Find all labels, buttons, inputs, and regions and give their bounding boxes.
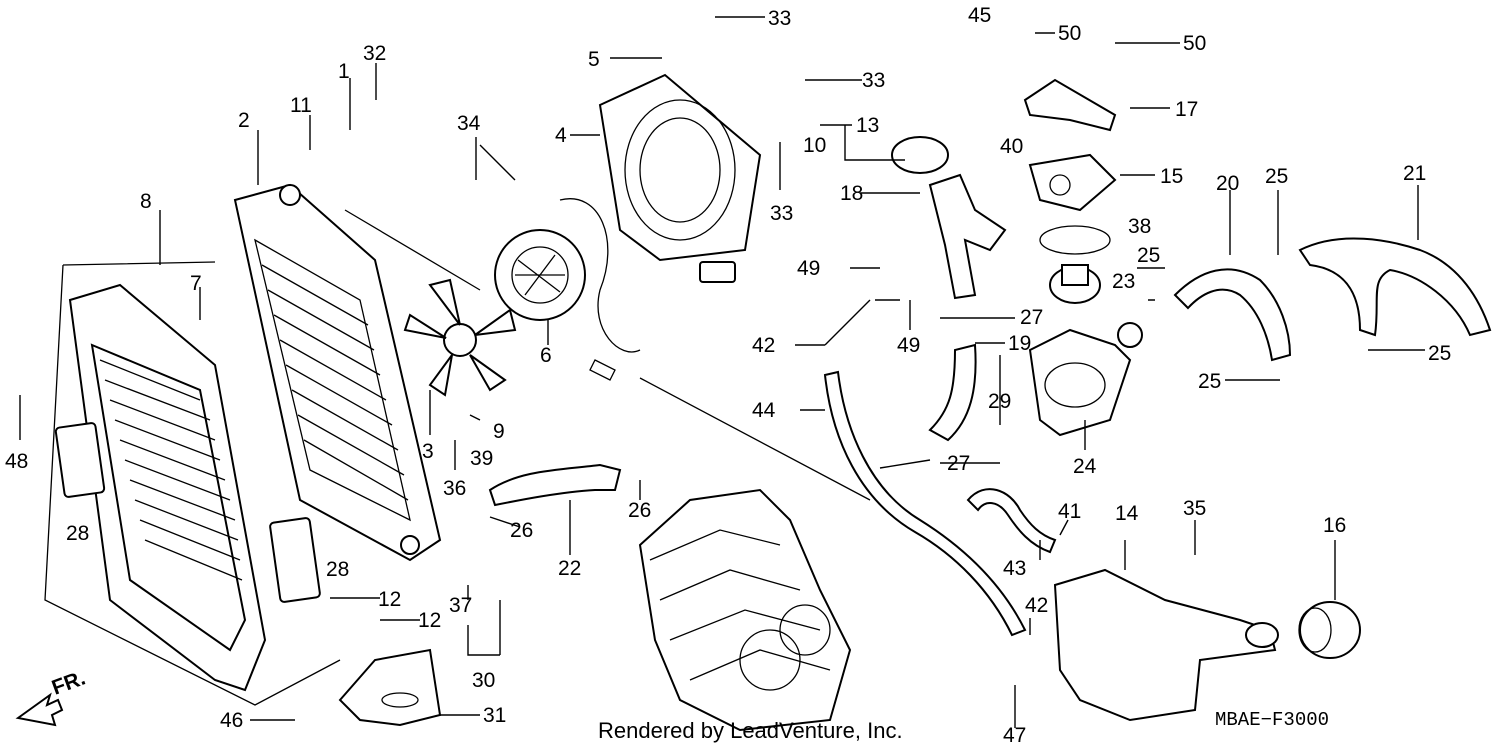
callout-43: 43 (1003, 557, 1026, 580)
callout-8: 8 (140, 190, 152, 213)
callout-28b: 28 (326, 558, 349, 581)
callout-12b: 12 (418, 609, 441, 632)
callout-50b: 50 (1183, 32, 1206, 55)
callout-numbers: 1 2 3 4 5 6 7 8 9 10 11 12 12 13 14 15 1… (5, 4, 1451, 747)
callout-33a: 33 (768, 7, 791, 30)
callout-20: 20 (1216, 172, 1239, 195)
callout-46: 46 (220, 709, 243, 732)
callout-14: 14 (1115, 502, 1139, 525)
callout-40: 40 (1000, 135, 1023, 158)
callout-48: 48 (5, 450, 28, 473)
callout-1: 1 (338, 60, 350, 83)
callout-49a: 49 (797, 257, 820, 280)
callout-16: 16 (1323, 514, 1346, 537)
callout-41: 41 (1058, 500, 1081, 523)
callout-23: 23 (1112, 270, 1135, 293)
callout-47: 47 (1003, 724, 1026, 747)
callout-39: 39 (470, 447, 493, 470)
callout-27a: 27 (1020, 306, 1043, 329)
callout-24: 24 (1073, 455, 1097, 478)
callout-22: 22 (558, 557, 581, 580)
callout-34: 34 (457, 112, 481, 135)
callout-2: 2 (238, 109, 250, 132)
callout-7: 7 (190, 272, 202, 295)
callout-26b: 26 (628, 499, 651, 522)
callout-44: 44 (752, 399, 776, 422)
credit-text: Rendered by LeadVenture, Inc. (598, 718, 903, 743)
callout-36: 36 (443, 477, 466, 500)
diagram-drawings (15, 73, 1492, 732)
callout-30: 30 (472, 669, 495, 692)
callout-25d: 25 (1198, 370, 1221, 393)
callout-17: 17 (1175, 98, 1198, 121)
callout-29: 29 (988, 390, 1011, 413)
callout-9: 9 (493, 420, 505, 443)
callout-42b: 42 (1025, 594, 1048, 617)
callout-15: 15 (1160, 165, 1183, 188)
callout-27b: 27 (947, 452, 970, 475)
callout-10: 10 (803, 134, 826, 157)
callout-21: 21 (1403, 162, 1426, 185)
callout-50a: 50 (1058, 22, 1081, 45)
callout-25a: 25 (1265, 165, 1288, 188)
callout-19: 19 (1008, 332, 1031, 355)
callout-26a: 26 (510, 519, 533, 542)
callout-12a: 12 (378, 588, 401, 611)
callout-33b: 33 (862, 69, 885, 92)
callout-37: 37 (449, 594, 472, 617)
callout-18: 18 (840, 182, 863, 205)
callout-25b: 25 (1137, 244, 1160, 267)
callout-25c: 25 (1428, 342, 1451, 365)
callout-28a: 28 (66, 522, 89, 545)
callout-4: 4 (555, 124, 567, 147)
diagram-code: MBAE−F3000 (1215, 709, 1329, 731)
callout-13: 13 (856, 114, 879, 137)
callout-6: 6 (540, 344, 552, 367)
front-direction-label: FR. (49, 667, 89, 700)
callout-45: 45 (968, 4, 991, 27)
callout-32: 32 (363, 42, 386, 65)
callout-49b: 49 (897, 334, 920, 357)
callout-11: 11 (290, 94, 312, 117)
callout-3: 3 (422, 440, 434, 463)
callout-33c: 33 (770, 202, 793, 225)
callout-38: 38 (1128, 215, 1151, 238)
leader-lines (19, 16, 1425, 728)
callout-42a: 42 (752, 334, 775, 357)
callout-31: 31 (483, 704, 506, 727)
callout-35: 35 (1183, 497, 1206, 520)
callout-5: 5 (588, 48, 600, 71)
